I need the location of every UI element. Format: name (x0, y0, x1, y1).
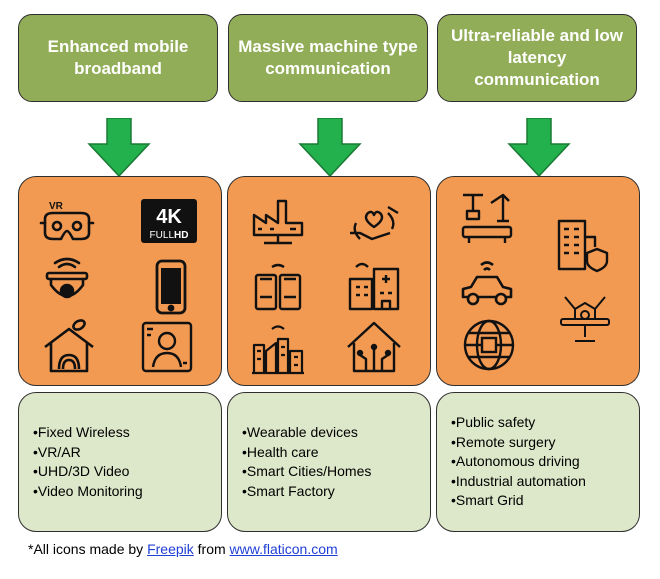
svg-text:VR: VR (49, 201, 64, 212)
icons-panel-urllc (436, 176, 640, 386)
house-antenna-icon (41, 319, 97, 375)
list-item: Autonomous driving (451, 452, 586, 472)
footnote-prefix: *All icons made by (28, 541, 148, 557)
use-cases-list-mmtc: Wearable devices Health care Smart Citie… (227, 392, 431, 532)
flaticon-link[interactable]: www.flaticon.com (229, 541, 338, 557)
list-item: Public safety (451, 413, 586, 433)
smart-building-icon (346, 257, 402, 313)
header-enhanced-mobile-broadband: Enhanced mobile broadband (18, 14, 218, 102)
4k-full-hd-icon: 4K FULLHD (139, 193, 199, 249)
header-title: Massive machine type communication (238, 37, 418, 78)
smart-home-icon (346, 319, 402, 375)
list-item: Health care (242, 443, 371, 463)
header-ultra-reliable-low-latency: Ultra-reliable and low latency communica… (437, 14, 637, 102)
icons-panel-embb: VR 4K FULLHD (18, 176, 222, 386)
down-arrow-icon (87, 118, 151, 178)
list-item: Smart Factory (242, 482, 371, 502)
list-item: Video Monitoring (33, 482, 143, 502)
list-item: Fixed Wireless (33, 423, 143, 443)
secure-building-icon (555, 217, 611, 273)
list-item: Smart Cities/Homes (242, 462, 371, 482)
footnote-middle: from (193, 541, 230, 557)
hands-heart-icon (346, 195, 402, 251)
robot-arm-icon (459, 191, 515, 247)
header-title: Ultra-reliable and low latency communica… (451, 26, 623, 89)
svg-text:4K: 4K (156, 206, 182, 228)
icons-panel-mmtc (227, 176, 431, 386)
freepik-link[interactable]: Freepik (147, 541, 194, 557)
globe-chip-icon (461, 317, 517, 373)
list-item: Wearable devices (242, 423, 371, 443)
header-massive-machine-type: Massive machine type communication (228, 14, 428, 102)
down-arrow-icon (298, 118, 362, 178)
smart-city-icon (250, 321, 306, 377)
smartphone-icon (143, 259, 199, 315)
list-item: UHD/3D Video (33, 462, 143, 482)
header-title: Enhanced mobile broadband (47, 37, 189, 78)
vr-headset-icon: VR (39, 195, 95, 251)
connected-car-icon (459, 257, 515, 313)
down-arrow-icon (507, 118, 571, 178)
smart-bins-icon (250, 257, 306, 313)
factory-icon (250, 195, 306, 251)
list-item: VR/AR (33, 443, 143, 463)
use-cases-list-urllc: Public safety Remote surgery Autonomous … (436, 392, 640, 532)
list-item: Industrial automation (451, 472, 586, 492)
use-cases-list-embb: Fixed Wireless VR/AR UHD/3D Video Video … (18, 392, 222, 532)
list-item: Smart Grid (451, 491, 586, 511)
security-camera-icon (39, 257, 95, 313)
list-item: Remote surgery (451, 433, 586, 453)
attribution-footnote: *All icons made by Freepik from www.flat… (28, 541, 338, 557)
svg-text:FULLHD: FULLHD (150, 230, 189, 241)
surgical-robot-icon (555, 289, 615, 345)
video-call-icon (139, 319, 195, 375)
